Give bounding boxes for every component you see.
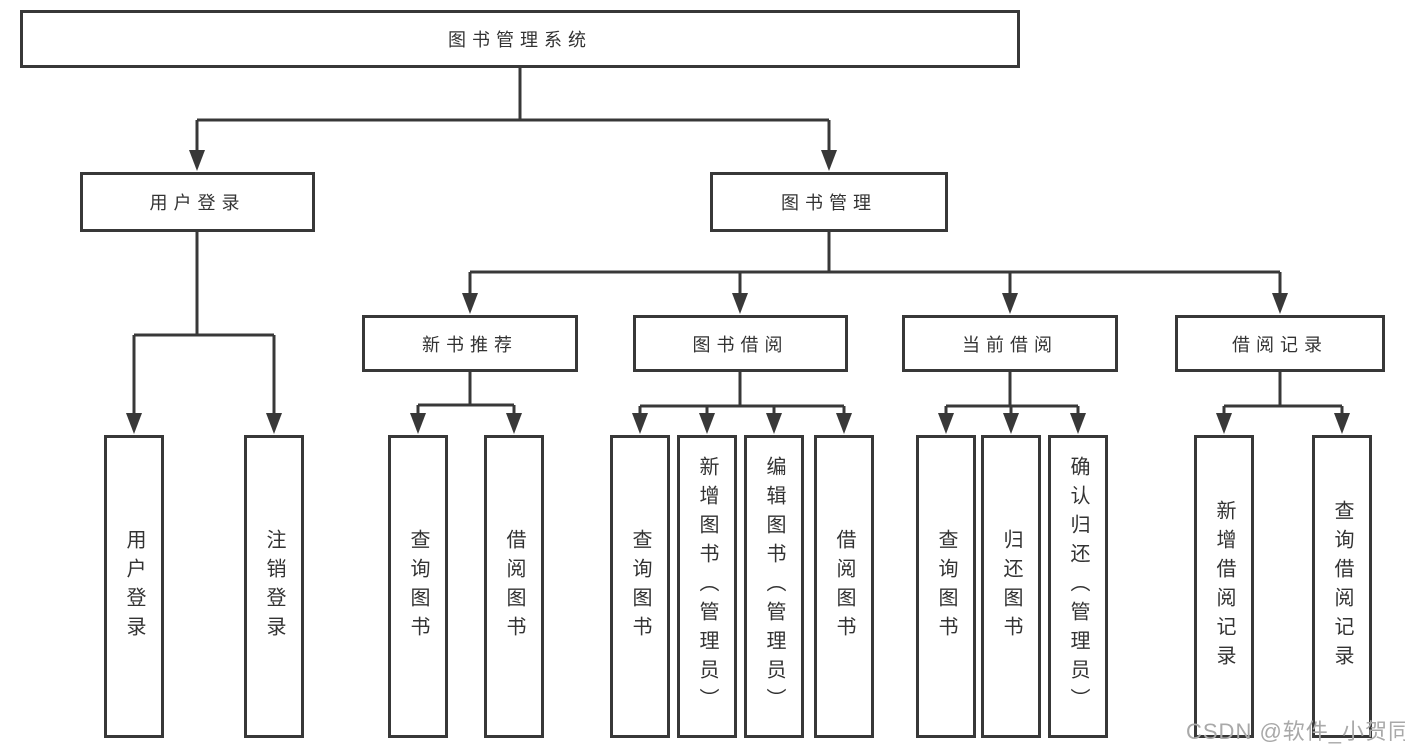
leaf-query-borrow-record: 查询借阅记录: [1312, 435, 1372, 738]
leaf-edit-book-admin: 编辑图书（管理员）: [744, 435, 804, 738]
csdn-watermark: CSDN @软件_小贺同学: [1186, 719, 1405, 744]
node-new-book-recommend: 新书推荐: [362, 315, 578, 372]
node-current-borrow: 当前借阅: [902, 315, 1118, 372]
node-root-system: 图书管理系统: [20, 10, 1020, 68]
node-borrow-records: 借阅记录: [1175, 315, 1385, 372]
node-book-management: 图书管理: [710, 172, 948, 232]
leaf-query-book-borrow: 查询图书: [610, 435, 670, 738]
leaf-user-login: 用户登录: [104, 435, 164, 738]
leaf-confirm-return-admin: 确认归还（管理员）: [1048, 435, 1108, 738]
node-book-borrow: 图书借阅: [633, 315, 848, 372]
leaf-query-book-recommend: 查询图书: [388, 435, 448, 738]
leaf-add-book-admin: 新增图书（管理员）: [677, 435, 737, 738]
node-user-login: 用户登录: [80, 172, 315, 232]
leaf-query-book-current: 查询图书: [916, 435, 976, 738]
leaf-borrow-book: 借阅图书: [814, 435, 874, 738]
leaf-borrow-book-recommend: 借阅图书: [484, 435, 544, 738]
leaf-add-borrow-record: 新增借阅记录: [1194, 435, 1254, 738]
leaf-logout: 注销登录: [244, 435, 304, 738]
leaf-return-book: 归还图书: [981, 435, 1041, 738]
